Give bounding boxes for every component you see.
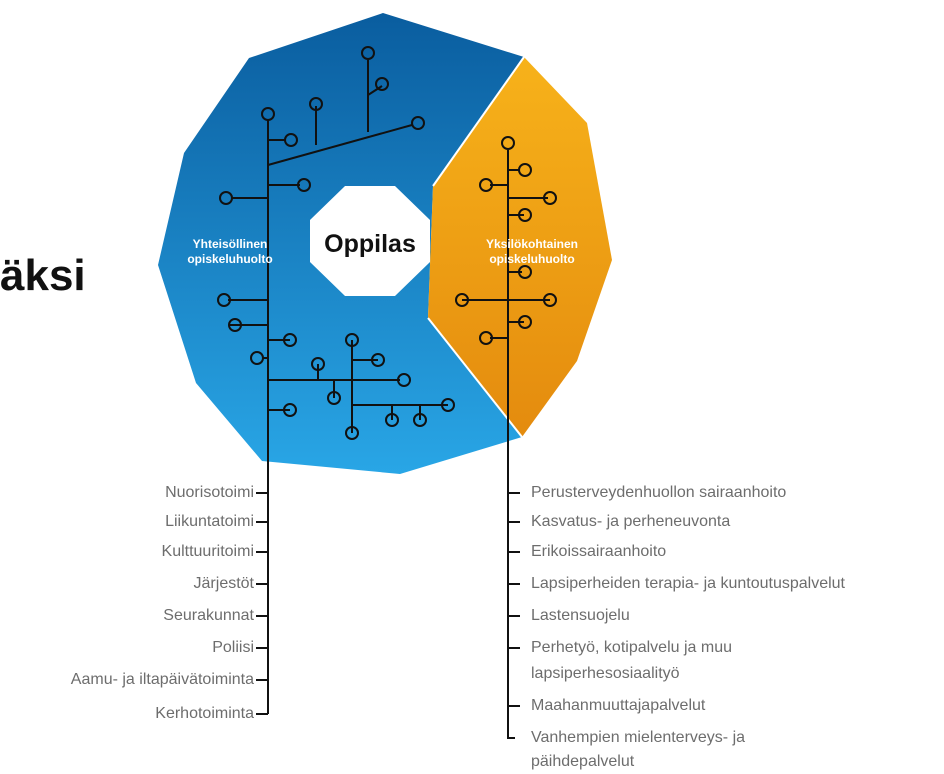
individual-welfare-label-line1: Yksilökohtainen [486, 237, 578, 251]
center-octagon [310, 186, 430, 296]
right-tree-nodes [455, 136, 557, 345]
right-list-item: päihdepalvelut [531, 753, 635, 770]
right-list-ticks [508, 492, 520, 707]
right-list-item: Perhetyö, kotipalvelu ja muu [531, 639, 732, 656]
individual-welfare-label-line2: opiskeluhuolto [489, 252, 574, 266]
right-list-item: Perusterveydenhuollon sairaanhoito [531, 484, 787, 501]
community-welfare-label-line1: Yhteisöllinen [193, 237, 268, 251]
left-list-item: Nuorisotoimi [165, 484, 254, 501]
left-list-ticks [256, 492, 268, 715]
right-list-item: Vanhempien mielenterveys- ja [531, 729, 746, 746]
left-list-item: Kulttuuritoimi [161, 543, 254, 560]
community-welfare-label-line2: opiskeluhuolto [187, 252, 272, 266]
left-list-item: Poliisi [212, 639, 254, 656]
individual-welfare-sector [428, 57, 612, 437]
right-list-item: Lapsiperheiden terapia- ja kuntoutuspalv… [531, 575, 845, 592]
left-tree-lines [228, 60, 448, 714]
left-list-item: Aamu- ja iltapäivätoiminta [70, 671, 254, 688]
right-list-item: Erikoissairaanhoito [531, 543, 667, 560]
sector-divider-bottom [427, 317, 523, 438]
page-title-fragment: äksi [0, 251, 86, 300]
right-list-item: Maahanmuuttajapalvelut [531, 697, 706, 714]
left-list-item: Liikuntatoimi [165, 513, 254, 530]
right-list-item: Lastensuojelu [531, 607, 630, 624]
sector-divider-top [432, 56, 525, 187]
left-list-item: Kerhotoiminta [155, 705, 254, 722]
right-tree-lines [462, 150, 550, 739]
right-list-item: Kasvatus- ja perheneuvonta [531, 513, 731, 530]
left-tree-nodes [217, 46, 455, 440]
center-label: Oppilas [324, 230, 416, 258]
left-list-item: Järjestöt [193, 575, 254, 592]
left-list-item: Seurakunnat [163, 607, 254, 624]
right-list-item: lapsiperhesosiaalityö [531, 665, 680, 682]
